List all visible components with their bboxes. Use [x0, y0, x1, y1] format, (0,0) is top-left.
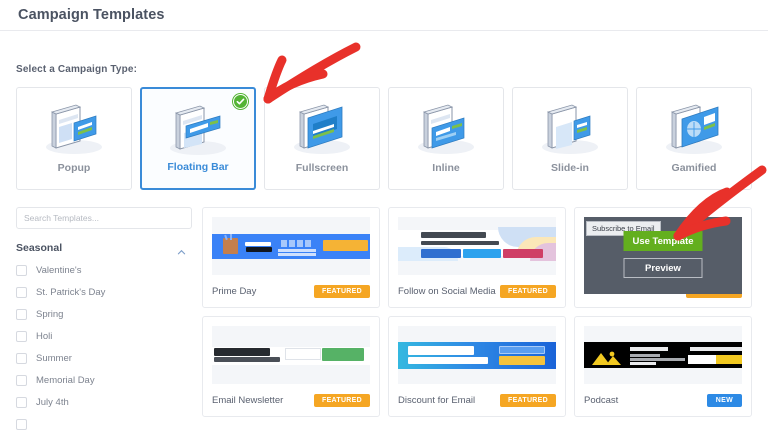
- template-thumbnail: [212, 326, 370, 384]
- filter-item-valentines[interactable]: Valentine's: [16, 259, 192, 281]
- filter-group-title: Seasonal: [16, 242, 63, 254]
- fullscreen-isometric-icon: [282, 101, 362, 158]
- filters-sidebar: Seasonal Valentine's St. Patrick's Day S…: [16, 207, 192, 435]
- chevron-up-icon[interactable]: [177, 244, 186, 254]
- filter-label: St. Patrick's Day: [36, 286, 106, 298]
- campaign-type-name: Slide-in: [551, 162, 589, 174]
- checkbox[interactable]: [16, 330, 27, 342]
- template-footer: Discount for Email FEATURED: [398, 394, 556, 407]
- campaign-type-popup[interactable]: Popup: [16, 87, 132, 190]
- gamified-isometric-icon: [654, 101, 734, 158]
- template-card-subscribe-to-email[interactable]: Subscribe to Email FEATURED Subscribe to…: [574, 207, 752, 308]
- templates-grid: Prime Day FEATURED: [202, 207, 752, 417]
- filter-group-seasonal-header[interactable]: Seasonal: [16, 242, 192, 254]
- template-footer: Prime Day FEATURED: [212, 285, 370, 298]
- filter-item-memorial-day[interactable]: Memorial Day: [16, 369, 192, 391]
- campaign-type-label: Select a Campaign Type:: [16, 64, 138, 75]
- filter-item-st-patricks-day[interactable]: St. Patrick's Day: [16, 281, 192, 303]
- checkbox[interactable]: [16, 396, 27, 408]
- inline-isometric-icon: [406, 101, 486, 158]
- template-thumbnail: [398, 326, 556, 384]
- status-badge: FEATURED: [314, 394, 370, 407]
- template-name: Podcast: [584, 395, 619, 406]
- checkbox[interactable]: [16, 352, 27, 364]
- template-name: Follow on Social Media: [398, 286, 496, 297]
- campaign-type-fullscreen[interactable]: Fullscreen: [264, 87, 381, 190]
- filter-label: Summer: [36, 352, 72, 364]
- preview-button[interactable]: Preview: [623, 258, 703, 278]
- campaign-type-name: Popup: [57, 162, 91, 174]
- status-badge: FEATURED: [500, 285, 556, 298]
- status-badge: FEATURED: [314, 285, 370, 298]
- filter-item-partial[interactable]: [16, 413, 192, 435]
- filter-label: Memorial Day: [36, 374, 95, 386]
- campaign-type-name: Inline: [432, 162, 460, 174]
- campaign-type-name: Gamified: [671, 162, 717, 174]
- search-input[interactable]: [16, 207, 192, 229]
- campaign-type-gamified[interactable]: Gamified: [636, 87, 753, 190]
- template-hover-overlay: Subscribe to Email Use Template Preview: [584, 217, 742, 294]
- template-name: Email Newsletter: [212, 395, 284, 406]
- filter-item-july-4th[interactable]: July 4th: [16, 391, 192, 413]
- filter-item-spring[interactable]: Spring: [16, 303, 192, 325]
- templates-body: Seasonal Valentine's St. Patrick's Day S…: [0, 207, 768, 435]
- template-thumbnail: [212, 217, 370, 275]
- filter-label: Holi: [36, 330, 53, 342]
- template-card-podcast[interactable]: Podcast NEW: [574, 316, 752, 417]
- page-header: Campaign Templates: [0, 0, 768, 31]
- filter-label: Spring: [36, 308, 64, 320]
- template-thumbnail: [584, 326, 742, 384]
- checkbox[interactable]: [16, 418, 27, 430]
- template-card-email-newsletter[interactable]: Email Newsletter FEATURED: [202, 316, 380, 417]
- template-name: Discount for Email: [398, 395, 476, 406]
- filter-label: Valentine's: [36, 264, 82, 276]
- selected-check-icon: [233, 94, 249, 109]
- campaign-type-slide-in[interactable]: Slide-in: [512, 87, 629, 190]
- template-thumbnail: [398, 217, 556, 275]
- filter-label: July 4th: [36, 396, 69, 408]
- status-badge: FEATURED: [500, 394, 556, 407]
- template-card-follow-on-social-media[interactable]: Follow on Social Media FEATURED: [388, 207, 566, 308]
- filter-item-summer[interactable]: Summer: [16, 347, 192, 369]
- template-card-discount-for-email[interactable]: Discount for Email FEATURED: [388, 316, 566, 417]
- checkbox[interactable]: [16, 286, 27, 298]
- campaign-type-section: Select a Campaign Type:: [0, 64, 768, 190]
- filter-item-holi[interactable]: Holi: [16, 325, 192, 347]
- campaign-type-name: Floating Bar: [167, 161, 229, 173]
- template-name: Prime Day: [212, 286, 257, 297]
- checkbox[interactable]: [16, 308, 27, 320]
- use-template-button[interactable]: Use Template: [623, 231, 703, 251]
- templates-grid-area: Prime Day FEATURED: [202, 207, 752, 435]
- status-badge: NEW: [706, 394, 742, 407]
- template-card-prime-day[interactable]: Prime Day FEATURED: [202, 207, 380, 308]
- template-footer: Podcast NEW: [584, 394, 742, 407]
- floating-bar-isometric-icon: [158, 102, 238, 159]
- checkbox[interactable]: [16, 264, 27, 276]
- campaign-type-inline[interactable]: Inline: [388, 87, 505, 190]
- campaign-type-floating-bar[interactable]: Floating Bar: [140, 87, 257, 190]
- checkbox[interactable]: [16, 374, 27, 386]
- page-title: Campaign Templates: [18, 7, 165, 23]
- slide-in-isometric-icon: [530, 101, 610, 158]
- campaign-type-list: Popup: [16, 87, 753, 190]
- template-footer: Email Newsletter FEATURED: [212, 394, 370, 407]
- campaign-type-name: Fullscreen: [295, 162, 349, 174]
- popup-isometric-icon: [34, 101, 114, 158]
- template-footer: Follow on Social Media FEATURED: [398, 285, 556, 298]
